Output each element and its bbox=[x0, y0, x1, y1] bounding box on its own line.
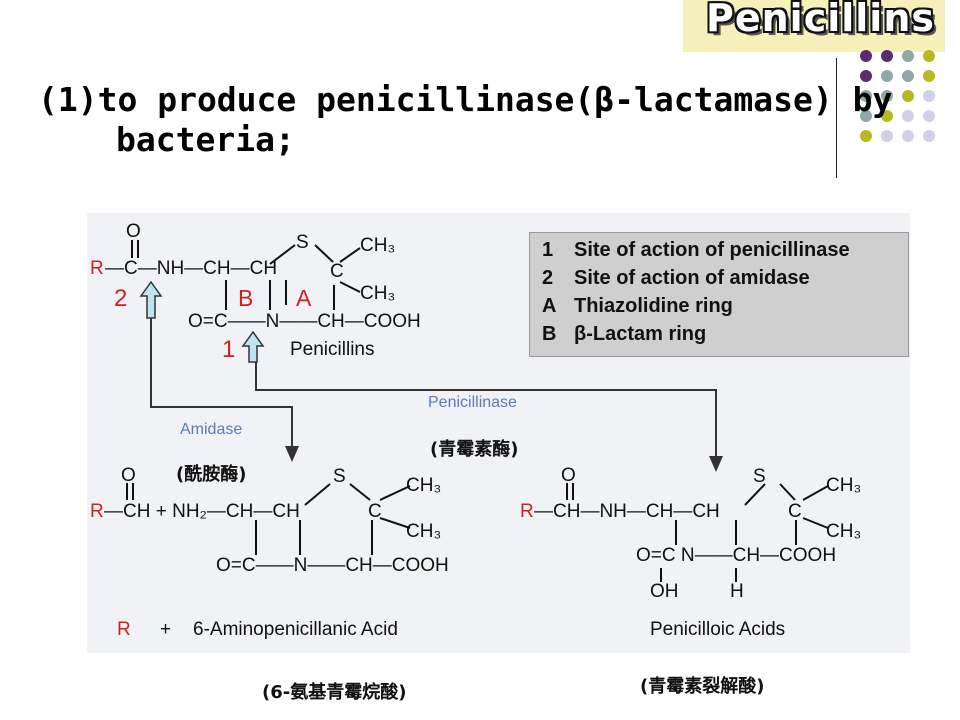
methyl-b: CH₃ bbox=[360, 283, 396, 304]
dot bbox=[902, 130, 914, 142]
ring-a-label: A bbox=[296, 285, 312, 311]
sulfur: S bbox=[296, 232, 309, 253]
right-methyl-b: CH₃ bbox=[826, 521, 862, 542]
right-carbonyl-oxygen: O bbox=[561, 465, 576, 486]
left-carbonyl-oxygen: O bbox=[121, 465, 136, 486]
site-1-label: 1 bbox=[222, 336, 236, 363]
ring-b-label: B bbox=[238, 285, 254, 311]
caption-plus: + bbox=[160, 619, 172, 640]
dot bbox=[923, 130, 935, 142]
slide-heading: (1)to produce penicillinase(β-lactamase)… bbox=[38, 80, 892, 160]
right-r-group: R bbox=[520, 501, 534, 522]
aminopenicillanic-cn-label: (6-氨基青霉烷酸) bbox=[262, 682, 407, 703]
left-bottom-chain: O=C——N——CH—COOH bbox=[216, 555, 449, 576]
legend-key: 2 bbox=[542, 267, 554, 289]
penicillinase-cn-label: (青霉素酶) bbox=[430, 439, 519, 460]
legend-text: β-Lactam ring bbox=[574, 323, 707, 345]
slide-title: Penicillins bbox=[706, 0, 935, 40]
dot bbox=[923, 110, 935, 122]
dot bbox=[923, 90, 935, 102]
dot bbox=[923, 70, 935, 82]
dot bbox=[902, 50, 914, 62]
top-chain: —C—NH—CH—CH bbox=[105, 258, 278, 279]
right-line: —CH—NH—CH—CH bbox=[534, 501, 720, 522]
heading-line-1: (1)to produce penicillinase(β-lactamase)… bbox=[38, 80, 893, 119]
dot bbox=[881, 50, 893, 62]
penicilloic-caption: Penicilloic Acids bbox=[650, 619, 786, 640]
site-2-label: 2 bbox=[114, 285, 128, 312]
aminopenicillanic-caption: 6-Aminopenicillanic Acid bbox=[193, 619, 398, 640]
dot bbox=[881, 70, 893, 82]
left-r-group: R bbox=[90, 501, 104, 522]
legend-key: A bbox=[542, 295, 557, 317]
dot bbox=[881, 90, 893, 102]
left-methyl-a: CH₃ bbox=[406, 475, 442, 496]
legend-text: Site of action of penicillinase bbox=[574, 239, 850, 261]
legend-text: Site of action of amidase bbox=[574, 267, 810, 289]
legend-row: A Thiazolidine ring bbox=[542, 295, 733, 318]
dot bbox=[902, 110, 914, 122]
chain-text: C—NH—CH—CH bbox=[124, 258, 278, 279]
penicillinase-label: Penicillinase bbox=[428, 394, 517, 411]
dot bbox=[860, 130, 872, 142]
left-line: —CH + NH₂—CH—CH bbox=[104, 501, 300, 522]
legend-key: 1 bbox=[542, 239, 554, 261]
methyl-a: CH₃ bbox=[360, 235, 396, 256]
heading-line-2: bacteria; bbox=[116, 120, 295, 159]
dot bbox=[902, 70, 914, 82]
legend-row: 1 Site of action of penicillinase bbox=[542, 239, 850, 262]
arrow-head bbox=[285, 446, 299, 462]
right-sulfur: S bbox=[753, 466, 766, 487]
right-carbon: C bbox=[788, 501, 802, 522]
penicillins-label: Penicillins bbox=[290, 339, 375, 360]
dot bbox=[881, 110, 893, 122]
right-bottom-chain: O=C N——CH—COOH bbox=[636, 545, 837, 566]
legend-key: B bbox=[542, 323, 557, 345]
penicilloic-cn-label: (青霉素裂解酸) bbox=[640, 676, 765, 697]
amidase-cn-label: (酰胺酶) bbox=[176, 464, 247, 485]
dot bbox=[860, 110, 872, 122]
decorative-dot-grid bbox=[856, 50, 952, 160]
left-sulfur: S bbox=[333, 466, 346, 487]
dot bbox=[860, 90, 872, 102]
legend-row: 2 Site of action of amidase bbox=[542, 267, 810, 290]
arrow-head bbox=[709, 456, 723, 472]
dot bbox=[923, 50, 935, 62]
right-methyl-a: CH₃ bbox=[826, 475, 862, 496]
amidase-label: Amidase bbox=[180, 421, 243, 438]
r-group: R bbox=[90, 258, 104, 279]
carbonyl-oxygen: O bbox=[126, 221, 141, 242]
hydrogen: H bbox=[730, 581, 744, 602]
top-bottom-chain: O=C——N——CH—COOH bbox=[188, 311, 421, 332]
decorative-divider bbox=[836, 58, 837, 178]
dot bbox=[881, 130, 893, 142]
hydroxyl: OH bbox=[650, 581, 679, 602]
left-methyl-b: CH₃ bbox=[406, 521, 442, 542]
caption-r: R bbox=[117, 619, 131, 640]
dot bbox=[860, 50, 872, 62]
dot bbox=[902, 90, 914, 102]
title-banner bbox=[683, 0, 945, 52]
dot bbox=[860, 70, 872, 82]
left-carbon: C bbox=[368, 501, 382, 522]
legend-text: Thiazolidine ring bbox=[574, 295, 733, 317]
legend-box: 1 Site of action of penicillinase 2 Site o… bbox=[529, 232, 909, 357]
quaternary-carbon: C bbox=[330, 261, 344, 282]
